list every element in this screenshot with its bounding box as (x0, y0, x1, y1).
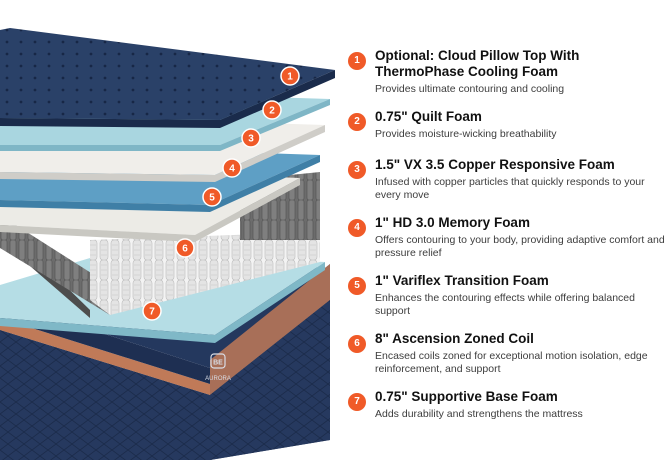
layer-title: 1" HD 3.0 Memory Foam (375, 215, 530, 230)
brand-logo-mark: BE (213, 360, 223, 367)
mattress-illustration: BE AURORA 1 2 3 4 5 6 7 (0, 28, 335, 460)
marker-3: 3 (241, 128, 261, 148)
layer-description: Provides ultimate contouring and cooling (375, 83, 565, 95)
marker-5: 5 (202, 187, 222, 207)
layer-number-badge: 6 (348, 335, 366, 353)
brand-logo: BE AURORA (205, 353, 231, 382)
svg-text:6: 6 (182, 244, 188, 255)
layer-item-7: 7 0.75" Supportive Base Foam Adds durabi… (345, 389, 665, 421)
marker-7: 7 (142, 301, 162, 321)
layer-item-5: 5 1" Variflex Transition Foam Enhances t… (345, 273, 665, 318)
layer-item-4: 4 1" HD 3.0 Memory Foam Offers contourin… (345, 215, 665, 260)
marker-2: 2 (262, 100, 282, 120)
layer-description: Enhances the contouring effects while of… (375, 292, 635, 317)
marker-6: 6 (175, 238, 195, 258)
layer-title: 1.5" VX 3.5 Copper Responsive Foam (375, 157, 615, 172)
marker-4: 4 (222, 158, 242, 178)
layer-description: Provides moisture-wicking breathability (375, 128, 557, 140)
layer-number-badge: 3 (348, 161, 366, 179)
layer-6-coils (0, 172, 320, 318)
layer-title: 8" Ascension Zoned Coil (375, 331, 534, 346)
layer-description: Offers contouring to your body, providin… (375, 234, 665, 259)
svg-text:4: 4 (229, 164, 235, 175)
layer-number-badge: 4 (348, 219, 366, 237)
svg-text:2: 2 (269, 106, 275, 117)
layer-number-badge: 2 (348, 113, 366, 131)
svg-text:1: 1 (287, 72, 293, 83)
svg-text:7: 7 (149, 307, 155, 318)
layer-number-badge: 5 (348, 277, 366, 295)
layer-1-pillow-top (0, 28, 335, 128)
layer-description: Adds durability and strengthens the matt… (375, 408, 583, 420)
layer-item-2: 2 0.75" Quilt Foam Provides moisture-wic… (345, 109, 665, 141)
brand-logo-text: AURORA (205, 376, 231, 382)
marker-1: 1 (280, 66, 300, 86)
layer-number-badge: 1 (348, 52, 366, 70)
layer-description: Encased coils zoned for exceptional moti… (375, 350, 648, 375)
layer-title: Optional: Cloud Pillow Top With ThermoPh… (375, 48, 580, 79)
layer-list: 1 Optional: Cloud Pillow Top With Thermo… (345, 48, 665, 421)
layer-number-badge: 7 (348, 393, 366, 411)
layer-title: 1" Variflex Transition Foam (375, 273, 549, 288)
layer-item-6: 6 8" Ascension Zoned Coil Encased coils … (345, 331, 665, 376)
svg-text:5: 5 (209, 193, 215, 204)
layer-item-1: 1 Optional: Cloud Pillow Top With Thermo… (345, 48, 665, 96)
layer-description: Infused with copper particles that quick… (375, 176, 645, 201)
layer-item-3: 3 1.5" VX 3.5 Copper Responsive Foam Inf… (345, 157, 665, 202)
layer-title: 0.75" Quilt Foam (375, 109, 482, 124)
layer-title: 0.75" Supportive Base Foam (375, 389, 558, 404)
svg-text:3: 3 (248, 134, 254, 145)
